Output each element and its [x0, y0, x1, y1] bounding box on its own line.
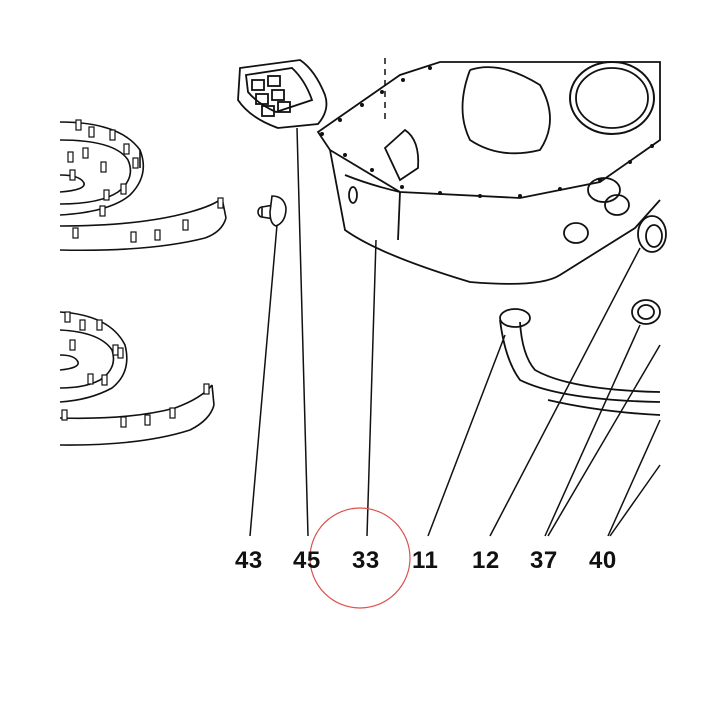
- bolt-heads-upper: [67, 119, 224, 243]
- leader-lines: [249, 58, 661, 537]
- highlight-circle: [309, 507, 411, 609]
- part-12-plug: [637, 215, 667, 253]
- callout-43[interactable]: 43: [235, 547, 263, 574]
- callout-33[interactable]: 33: [352, 547, 380, 574]
- callout-40[interactable]: 40: [589, 547, 617, 574]
- bolt-heads-lower: [61, 311, 210, 428]
- pan-flange-bolts: [320, 66, 654, 198]
- part-33-oil-pan: [316, 61, 661, 285]
- flywheel-upper: [59, 119, 227, 252]
- callout-12[interactable]: 12: [472, 547, 500, 574]
- part-43-fitting: [257, 195, 287, 227]
- flywheel-lower: [59, 311, 215, 446]
- part-37-seal-ring: [631, 299, 661, 325]
- callout-11[interactable]: 11: [412, 547, 439, 574]
- part-45-baffle: [237, 59, 328, 129]
- callout-45[interactable]: 45: [293, 547, 321, 574]
- callout-37[interactable]: 37: [530, 547, 558, 574]
